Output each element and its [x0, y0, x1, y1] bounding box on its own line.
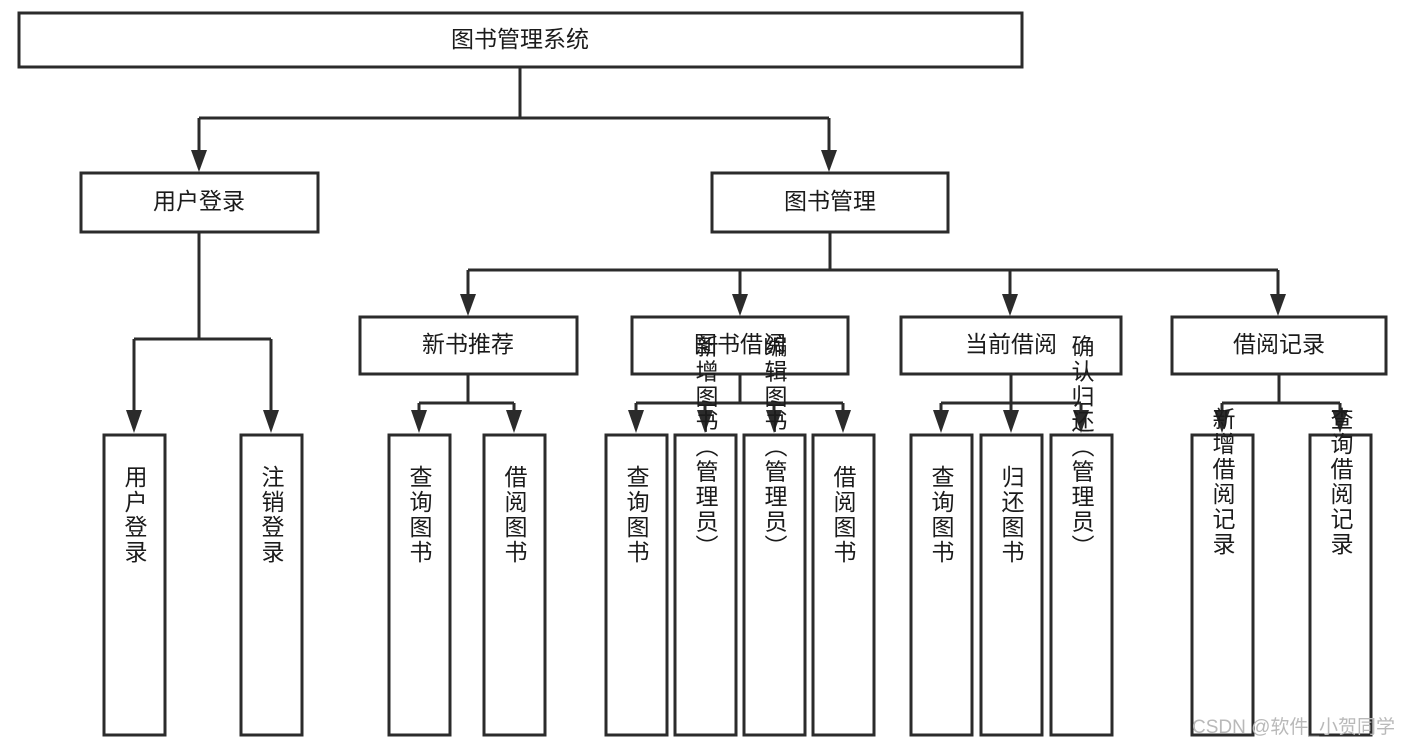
leaf-node-add-book[interactable]: 新增图书（管理员）	[673, 335, 738, 737]
arrow-head-to-user-login	[191, 150, 207, 172]
node-current-borrow[interactable]: 当前借阅	[899, 315, 1123, 376]
leaf-node-query-book-3[interactable]: 查询图书	[909, 433, 974, 737]
leaf-borrow-book-2-box	[811, 433, 876, 737]
arrow-head-leaf-confirm-return	[1073, 410, 1089, 433]
leaf-node-query-book-2[interactable]: 查询图书	[604, 433, 669, 737]
node-root-label: 图书管理系统	[451, 26, 589, 52]
node-book-manage[interactable]: 图书管理	[710, 171, 950, 234]
leaf-node-query-record[interactable]: 查询借阅记录	[1308, 407, 1373, 737]
leaf-node-edit-book[interactable]: 编辑图书（管理员）	[742, 335, 807, 737]
leaf-node-borrow-book-2[interactable]: 借阅图书	[811, 433, 876, 737]
connector-current-borrow-to-leaves	[933, 374, 1089, 433]
node-new-book-recommend[interactable]: 新书推荐	[358, 315, 579, 376]
leaf-user-login-label: 用户登录	[121, 465, 148, 565]
node-borrow-record-box	[1170, 315, 1388, 376]
leaf-confirm-return-label: 确认归还（管理员）	[1068, 335, 1095, 560]
node-book-borrow-label: 图书借阅	[694, 331, 786, 357]
node-user-login[interactable]: 用户登录	[79, 171, 320, 234]
leaf-edit-book-label: 编辑图书（管理员）	[761, 335, 788, 560]
node-current-borrow-box	[899, 315, 1123, 376]
arrow-head-leaf-query-book-3	[933, 410, 949, 433]
node-book-borrow[interactable]: 图书借阅	[630, 315, 850, 376]
leaf-query-book-2-box	[604, 433, 669, 737]
connector-borrow-record-to-leaves	[1214, 374, 1348, 433]
leaf-query-book-3-label: 查询图书	[928, 465, 955, 565]
node-current-borrow-label: 当前借阅	[965, 331, 1057, 357]
arrow-head-to-book-manage	[821, 150, 837, 172]
arrow-head-to-book-borrow	[732, 294, 748, 316]
node-borrow-record[interactable]: 借阅记录	[1170, 315, 1388, 376]
arrow-head-leaf-add-record	[1214, 410, 1230, 433]
arrow-head-leaf-borrow-book-2	[835, 410, 851, 433]
leaf-confirm-return-box	[1049, 433, 1114, 737]
connector-book-borrow-to-leaves	[628, 374, 851, 433]
arrow-head-to-new-book-recommend	[460, 294, 476, 316]
leaf-add-book-label: 新增图书（管理员）	[692, 335, 719, 560]
leaf-logout-label: 注销登录	[258, 465, 285, 565]
connector-user-login-to-leaves	[126, 232, 279, 433]
arrow-head-leaf-logout	[263, 410, 279, 433]
leaf-borrow-book-1-label: 借阅图书	[501, 465, 528, 565]
node-user-login-label: 用户登录	[153, 188, 245, 214]
leaf-node-return-book[interactable]: 归还图书	[979, 433, 1044, 737]
node-new-book-recommend-label: 新书推荐	[422, 331, 514, 357]
leaf-logout-box	[239, 433, 304, 737]
connector-new-book-recommend-to-leaves	[411, 374, 522, 433]
leaf-add-book-box	[673, 433, 738, 737]
connector-book-manage-to-level3	[460, 232, 1286, 316]
leaf-add-record-box	[1190, 433, 1255, 737]
arrow-head-leaf-return-book	[1003, 410, 1019, 433]
arrow-head-leaf-add-book	[697, 410, 713, 433]
leaf-query-record-label: 查询借阅记录	[1327, 407, 1354, 557]
arrow-head-leaf-query-record	[1332, 410, 1348, 433]
node-borrow-record-label: 借阅记录	[1233, 331, 1325, 357]
leaf-query-book-3-box	[909, 433, 974, 737]
leaf-node-confirm-return[interactable]: 确认归还（管理员）	[1049, 335, 1114, 737]
leaf-return-book-box	[979, 433, 1044, 737]
arrow-head-leaf-query-book-1	[411, 410, 427, 433]
node-root-box	[17, 11, 1024, 69]
leaf-add-record-label: 新增借阅记录	[1209, 407, 1236, 557]
arrow-head-to-borrow-record	[1270, 294, 1286, 316]
leaf-edit-book-box	[742, 433, 807, 737]
leaf-node-user-login[interactable]: 用户登录	[102, 433, 167, 737]
leaf-query-book-1-box	[387, 433, 452, 737]
arrow-head-leaf-edit-book	[766, 410, 782, 433]
leaf-user-login-box	[102, 433, 167, 737]
node-new-book-recommend-box	[358, 315, 579, 376]
leaf-node-query-book-1[interactable]: 查询图书	[387, 433, 452, 737]
connector-root-to-level2	[191, 67, 837, 172]
leaf-node-add-record[interactable]: 新增借阅记录	[1190, 407, 1255, 737]
leaf-node-logout[interactable]: 注销登录	[239, 433, 304, 737]
node-book-manage-label: 图书管理	[784, 188, 876, 214]
node-root[interactable]: 图书管理系统	[17, 11, 1024, 69]
node-book-borrow-box	[630, 315, 850, 376]
arrow-head-leaf-query-book-2	[628, 410, 644, 433]
arrow-head-to-current-borrow	[1002, 294, 1018, 316]
leaf-query-book-2-label: 查询图书	[623, 465, 650, 565]
arrow-head-leaf-borrow-book-1	[506, 410, 522, 433]
leaf-node-borrow-book-1[interactable]: 借阅图书	[482, 433, 547, 737]
leaf-query-book-1-label: 查询图书	[406, 465, 433, 565]
leaf-borrow-book-1-box	[482, 433, 547, 737]
leaf-query-record-box	[1308, 433, 1373, 737]
node-book-manage-box	[710, 171, 950, 234]
arrow-head-leaf-user-login	[126, 410, 142, 433]
leaf-borrow-book-2-label: 借阅图书	[830, 465, 857, 565]
leaf-return-book-label: 归还图书	[998, 465, 1025, 565]
